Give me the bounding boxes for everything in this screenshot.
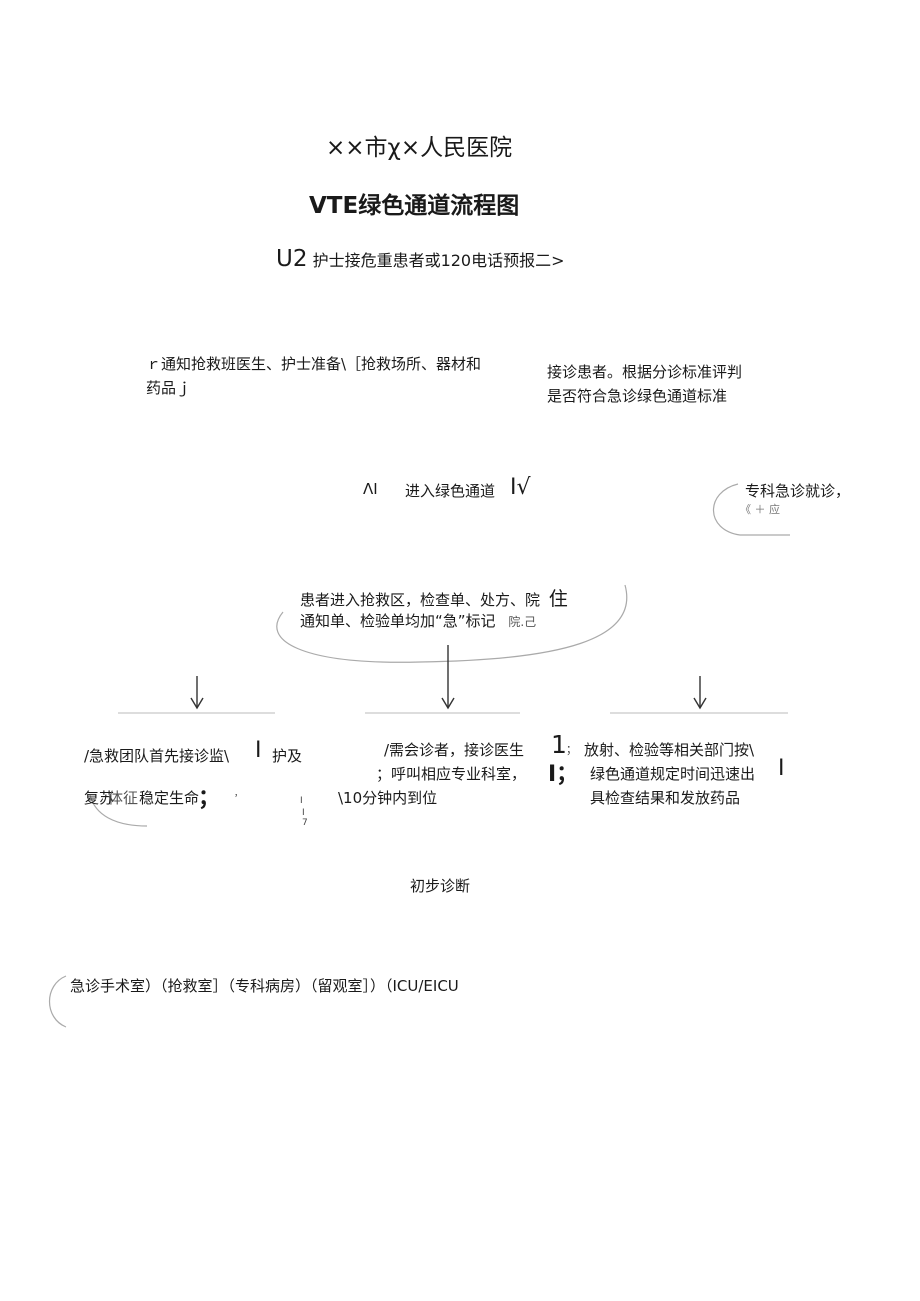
step2-right: 接诊患者。根据分诊标准评判 是否符合急诊绿色通道标准 [547, 360, 742, 408]
step3-text: 进入绿色通道 [405, 482, 496, 500]
step3-mark-right: I√ [510, 475, 531, 500]
step4-line2: 通知单、检验单均加“急”标记 院.己 [300, 609, 536, 634]
branch-left-comma: ， [234, 789, 244, 799]
branch-middle-line3: \10分钟内到位 [338, 789, 438, 807]
branch-middle-semi1: ； [566, 743, 577, 756]
branch-right-line3: 具检查结果和发放药品 [590, 789, 741, 807]
branch-left-line1: /急救团队首先接诊监\ [84, 747, 230, 765]
branch-left-line2-overlay: 体征 [108, 789, 139, 807]
branch-left-line2-head: 复苏 [84, 789, 115, 807]
step4-line1: 患者进入抢救区，检查单、处方、院 住 [300, 587, 568, 612]
branch-middle-tiny1: I [300, 796, 303, 806]
step2-right-line1: 接诊患者。根据分诊标准评判 [547, 363, 743, 381]
step4-outline-arc [276, 584, 628, 663]
arrow-right [693, 676, 707, 710]
branch-right-line1: 放射、检验等相关部门按\ [584, 741, 755, 759]
branch-middle-line1: /需会诊者，接诊医生 [384, 741, 525, 759]
step1-prefix: U2 [276, 246, 308, 272]
branch-left-line2: 稳定生命 [139, 789, 200, 807]
arrow-middle [441, 645, 455, 710]
branch-left-mark: I [255, 738, 262, 763]
side-outline-arc [713, 483, 790, 536]
branch-middle-tiny3: 7 [302, 818, 308, 828]
left-branch-arc [89, 794, 148, 827]
step3-mark-left: ΛI [363, 480, 378, 498]
step4-line2-text: 通知单、检验单均加“急”标记 [300, 612, 496, 630]
branch-middle-mark: I； [548, 762, 579, 787]
step5-diagnosis: 初步诊断 [410, 877, 471, 895]
step4-line2-tail: 院.己 [508, 615, 537, 629]
branch-left-line1-tail: 护及 [272, 747, 303, 765]
branch-middle-tiny2: I [302, 808, 305, 818]
step2-left-line1: ｒ通知抢救班医生、护士准备\［抢救场所、器材和 [146, 355, 482, 373]
step3-side-subtext: 《 ＋ 应 [740, 503, 780, 516]
final-row-arc [49, 975, 67, 1028]
step1-text: 护士接危重患者或120电话预报二> [312, 251, 565, 270]
branch-middle-line2: ；呼叫相应专业科室， [376, 765, 527, 783]
branch-right-line2: 绿色通道规定时间迅速出 [590, 765, 756, 783]
page-title: VTE绿色通道流程图 [309, 193, 520, 219]
step2-left: ｒ通知抢救班医生、护士准备\［抢救场所、器材和 药品ｊ [146, 352, 481, 400]
step4-line1-tail: 住 [548, 588, 568, 610]
hospital-name: ××市χ×人民医院 [326, 135, 513, 161]
step2-right-line2: 是否符合急诊绿色通道标准 [547, 387, 728, 405]
step2-left-line2: 药品ｊ [146, 379, 192, 397]
step3-side-text: 专科急诊就诊， [745, 482, 851, 500]
step1-row: U2 护士接危重患者或120电话预报二> [276, 246, 565, 272]
branch-middle-num: 1 [551, 730, 567, 759]
branch-right-mark: I [778, 756, 785, 781]
step6-destinations: 急诊手术室）（抢救室］（专科病房）（留观室］）（ICU/EICU [70, 977, 459, 995]
branch-left-semicolon: ； [198, 786, 221, 811]
arrow-left [190, 676, 204, 710]
step4-line1-text: 患者进入抢救区，检查单、处方、院 [300, 591, 541, 609]
